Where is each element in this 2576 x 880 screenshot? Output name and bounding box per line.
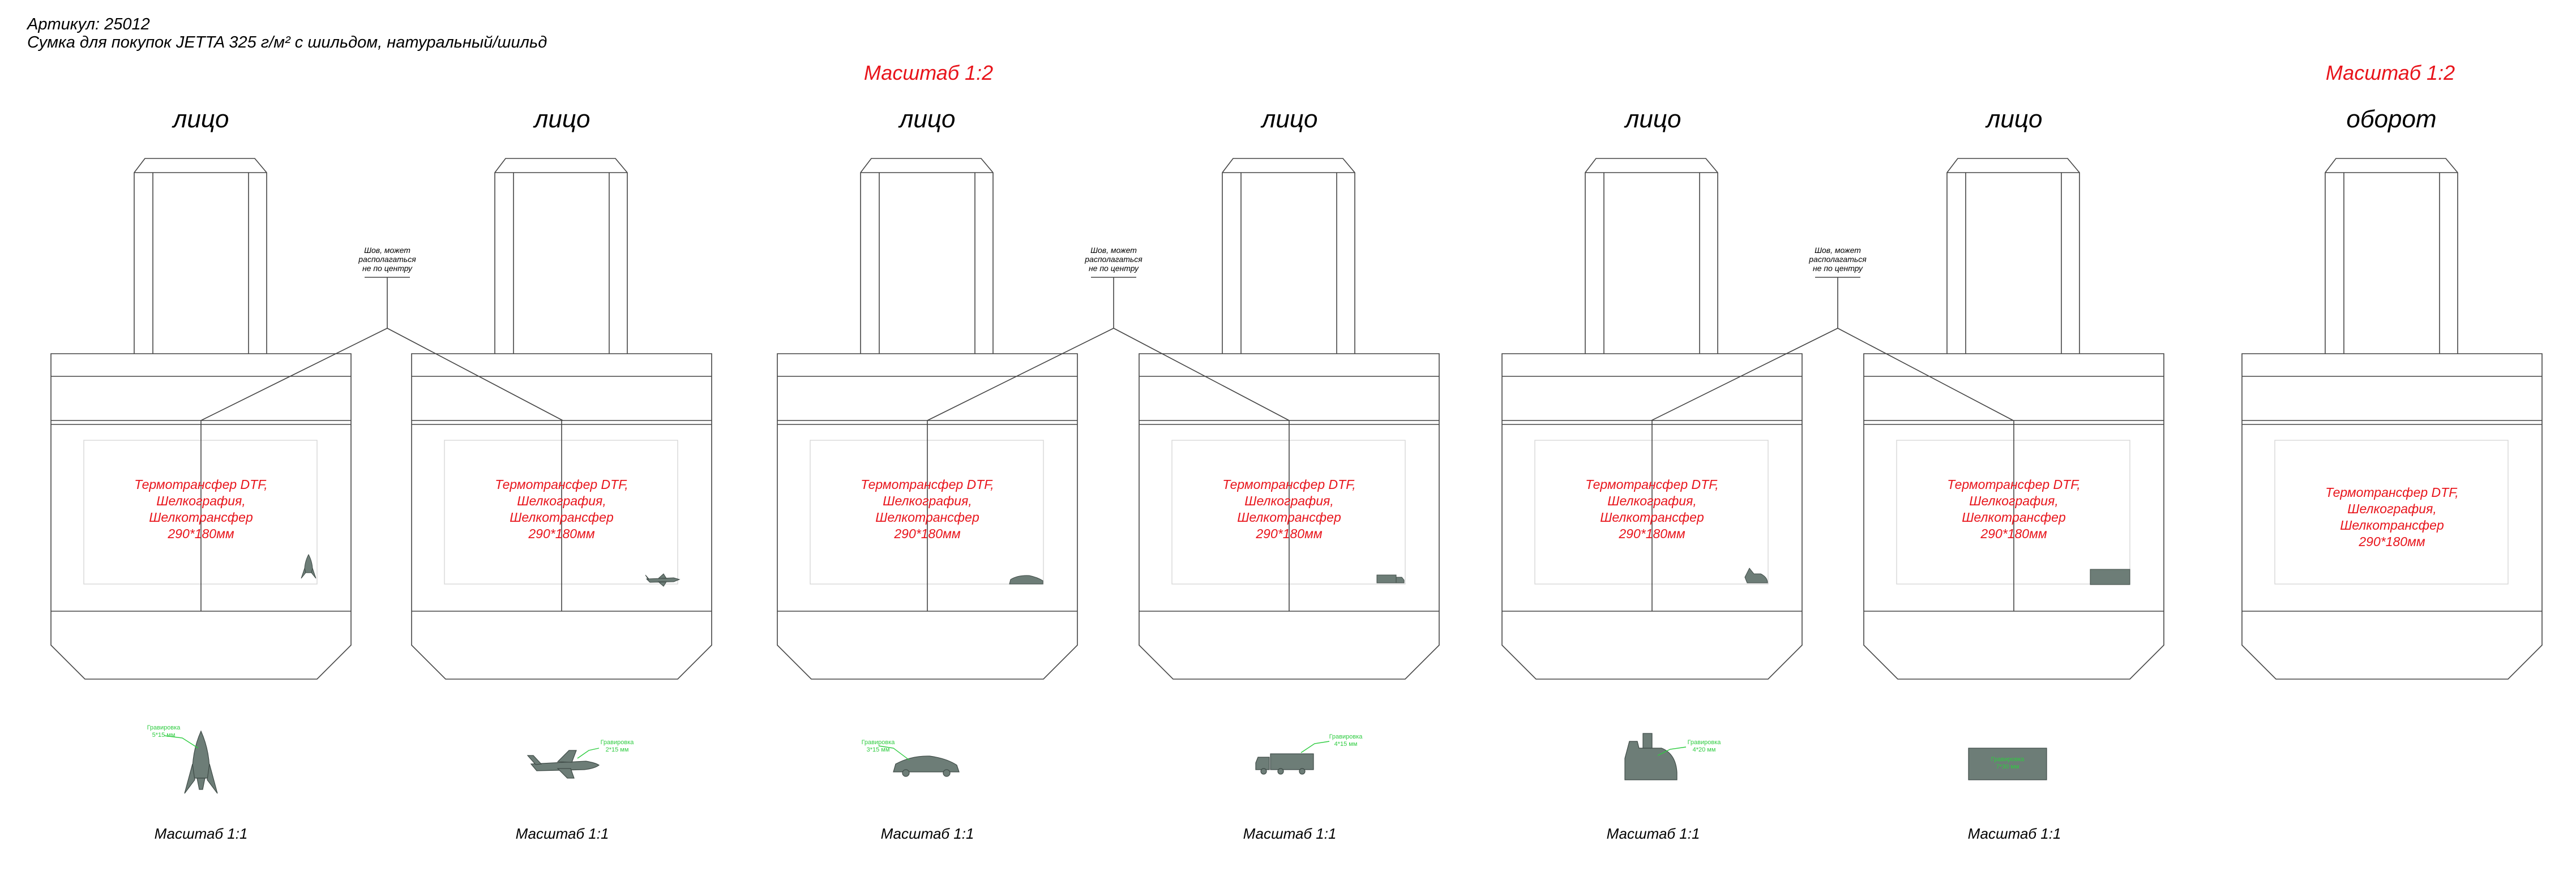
- view-label-front: лицо: [1986, 105, 2043, 133]
- badge-scale-label: Масштаб 1:1: [1967, 825, 2061, 842]
- car-icon: [893, 755, 960, 777]
- article-number: Артикул: 25012: [27, 15, 150, 33]
- scale-label-red: Масштаб 1:2: [863, 61, 994, 84]
- badge-scale-label: Масштаб 1:1: [880, 825, 974, 842]
- print-area-text: Термотрансфер DTF,Шелкография,Шелкотранс…: [1222, 477, 1356, 541]
- plate-badge-small: [2090, 569, 2130, 585]
- badge-scale-label: Масштаб 1:1: [515, 825, 609, 842]
- badge-scale-label: Масштаб 1:1: [154, 825, 248, 842]
- print-area-text: Термотрансфер DTF,Шелкография,Шелкотранс…: [134, 477, 268, 541]
- view-label-front: лицо: [1625, 105, 1681, 133]
- view-label-front: лицо: [534, 105, 590, 133]
- print-area-text: Термотрансфер DTF,Шелкография,Шелкотранс…: [495, 477, 628, 541]
- truck-icon: [1255, 753, 1314, 775]
- train-icon: [1624, 733, 1678, 780]
- rocket-icon: [184, 730, 218, 794]
- rocket-badge-small: [301, 553, 316, 579]
- airplane-icon: [527, 750, 600, 779]
- truck-badge-small: [1376, 574, 1405, 583]
- scale-label-red: Масштаб 1:2: [2325, 61, 2455, 84]
- print-area-text: Термотрансфер DTF,Шелкография,Шелкотранс…: [861, 477, 994, 541]
- print-area-text: Термотрансфер DTF,Шелкография,Шелкотранс…: [1947, 477, 2081, 541]
- print-area-text: Термотрансфер DTF,Шелкография,Шелкотранс…: [2325, 485, 2459, 549]
- car-badge-small: [1009, 575, 1043, 585]
- train-badge-small: [1744, 568, 1768, 583]
- product-title: Сумка для покупок JETTA 325 г/м² с шильд…: [27, 33, 547, 51]
- badge-scale-label: Масштаб 1:1: [1606, 825, 1700, 842]
- view-label-front: лицо: [173, 105, 229, 133]
- airplane-badge-small: [645, 573, 681, 587]
- plate-icon: [1968, 748, 2047, 780]
- print-area-text: Термотрансфер DTF,Шелкография,Шелкотранс…: [1585, 477, 1719, 541]
- view-label-front: лицо: [899, 105, 956, 133]
- view-label-front: лицо: [1261, 105, 1318, 133]
- view-label-back: оборот: [2346, 105, 2437, 133]
- badge-scale-label: Масштаб 1:1: [1243, 825, 1337, 842]
